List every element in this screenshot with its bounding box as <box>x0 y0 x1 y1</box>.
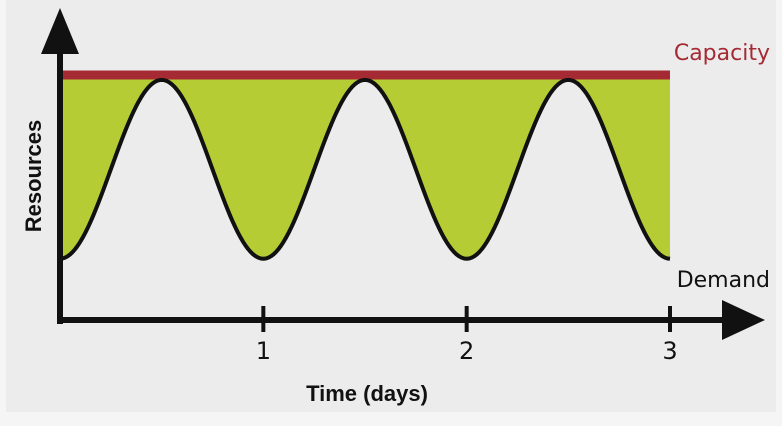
x-tick-label: 1 <box>256 337 271 365</box>
demand-line <box>59 77 671 261</box>
capacity-label: Capacity <box>674 41 770 66</box>
x-tick-label: 3 <box>662 337 677 365</box>
demand-label: Demand <box>677 268 770 293</box>
x-axis-label: Time (days) <box>306 381 428 406</box>
capacity-demand-fill <box>60 75 670 259</box>
x-ticks: 1 2 3 <box>256 306 678 365</box>
y-axis-arrow <box>41 8 79 54</box>
x-tick-label: 2 <box>459 337 474 365</box>
y-axis-label: Resources <box>21 120 46 233</box>
x-axis-arrow <box>722 300 765 340</box>
